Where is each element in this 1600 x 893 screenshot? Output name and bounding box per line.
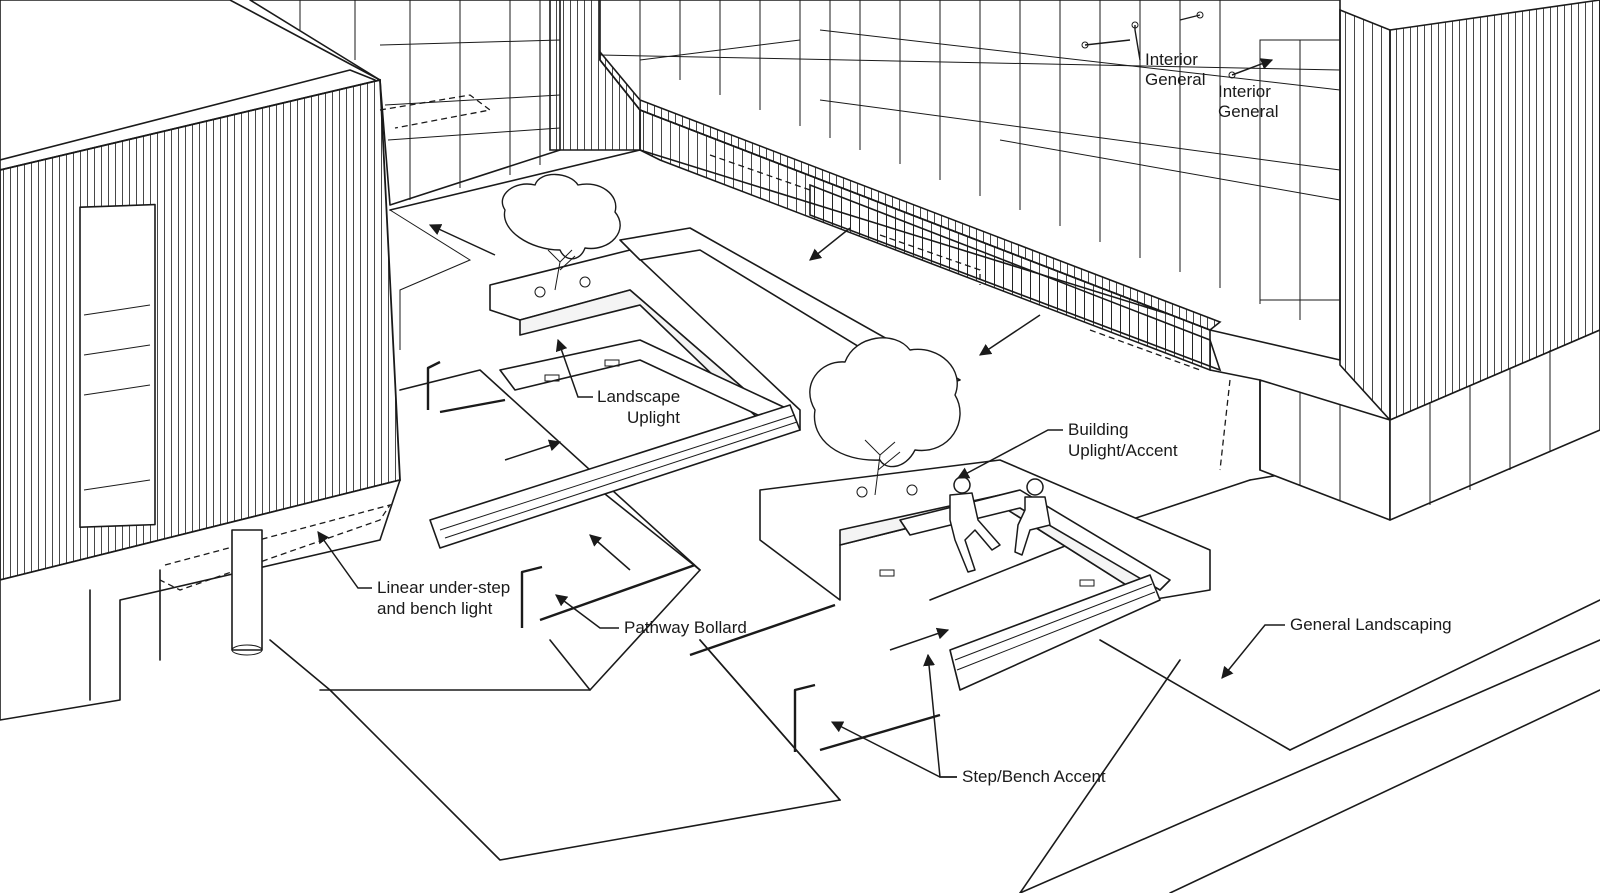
label-step-bench-accent: Step/Bench Accent xyxy=(830,653,1106,786)
back-building xyxy=(249,0,1600,521)
label-interior-general-1: Interior General xyxy=(1081,11,1205,89)
label-text: Interior xyxy=(1218,82,1271,101)
label-text: Linear under-step xyxy=(377,578,510,597)
label-text: General xyxy=(1218,102,1278,121)
bollards xyxy=(426,360,941,752)
label-building-uplight: Building Uplight/Accent xyxy=(956,420,1178,479)
label-linear-understep: Linear under-step and bench light xyxy=(317,531,510,618)
label-landscape-uplight: Landscape Uplight xyxy=(555,338,680,427)
people xyxy=(949,476,1051,573)
label-pathway-bollard: Pathway Bollard xyxy=(555,594,747,637)
label-text: General Landscaping xyxy=(1290,615,1452,634)
ground-paving xyxy=(269,149,1600,893)
label-text: Step/Bench Accent xyxy=(962,767,1106,786)
tree-lower xyxy=(809,337,961,496)
label-text: General xyxy=(1145,70,1205,89)
label-text: Pathway Bollard xyxy=(624,618,747,637)
label-text: Interior xyxy=(1145,50,1198,69)
circulation-arrows xyxy=(428,224,1041,651)
label-text: Uplight xyxy=(627,408,680,427)
left-building xyxy=(0,0,401,721)
lower-planter xyxy=(759,459,1211,691)
label-text: Building xyxy=(1068,420,1129,439)
label-general-landscaping: General Landscaping xyxy=(1221,615,1452,679)
label-text: Landscape xyxy=(597,387,680,406)
label-interior-general-2: Interior General xyxy=(1218,58,1278,121)
label-text: Uplight/Accent xyxy=(1068,441,1178,460)
tree-upper xyxy=(501,173,621,291)
label-text: and bench light xyxy=(377,599,493,618)
